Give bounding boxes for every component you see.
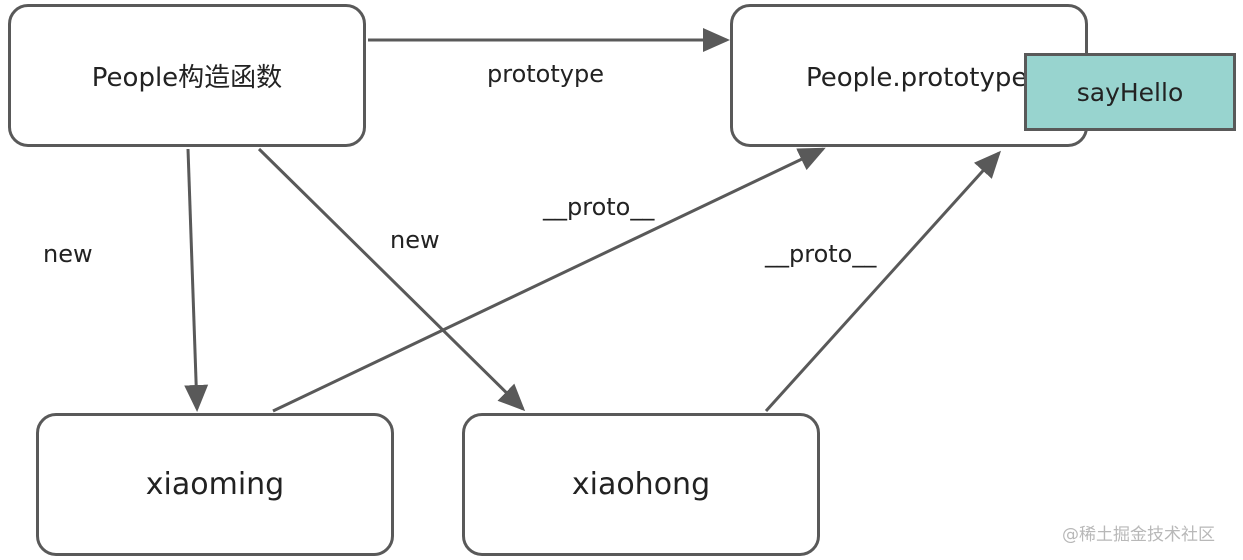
watermark: @稀土掘金技术社区 — [1062, 525, 1215, 545]
edge-label-proto-xiaoming: __proto__ — [543, 193, 655, 221]
sayhello-method-box: sayHello — [1024, 53, 1236, 131]
xiaohong-node: xiaohong — [462, 413, 820, 556]
xiaoming-node: xiaoming — [36, 413, 394, 556]
people-constructor-label: People构造函数 — [91, 63, 283, 93]
arrow-xiaoming-to-prototype — [272, 147, 826, 413]
edge-label-proto-xiaohong: __proto__ — [765, 240, 877, 268]
people-prototype-label: People.prototype — [806, 63, 1028, 93]
edge-label-prototype: prototype — [487, 60, 604, 88]
people-constructor-node: People构造函数 — [8, 4, 366, 147]
arrow-xiaohong-to-prototype — [764, 150, 1002, 413]
xiaohong-label: xiaohong — [571, 467, 711, 502]
edge-label-new-xiaoming: new — [43, 240, 93, 268]
xiaoming-label: xiaoming — [145, 467, 285, 502]
sayhello-method-label: sayHello — [1076, 77, 1184, 107]
arrow-constructor-to-xiaohong — [257, 147, 526, 412]
arrow-constructor-to-xiaoming — [184, 148, 209, 412]
edge-label-new-xiaohong: new — [390, 226, 440, 254]
